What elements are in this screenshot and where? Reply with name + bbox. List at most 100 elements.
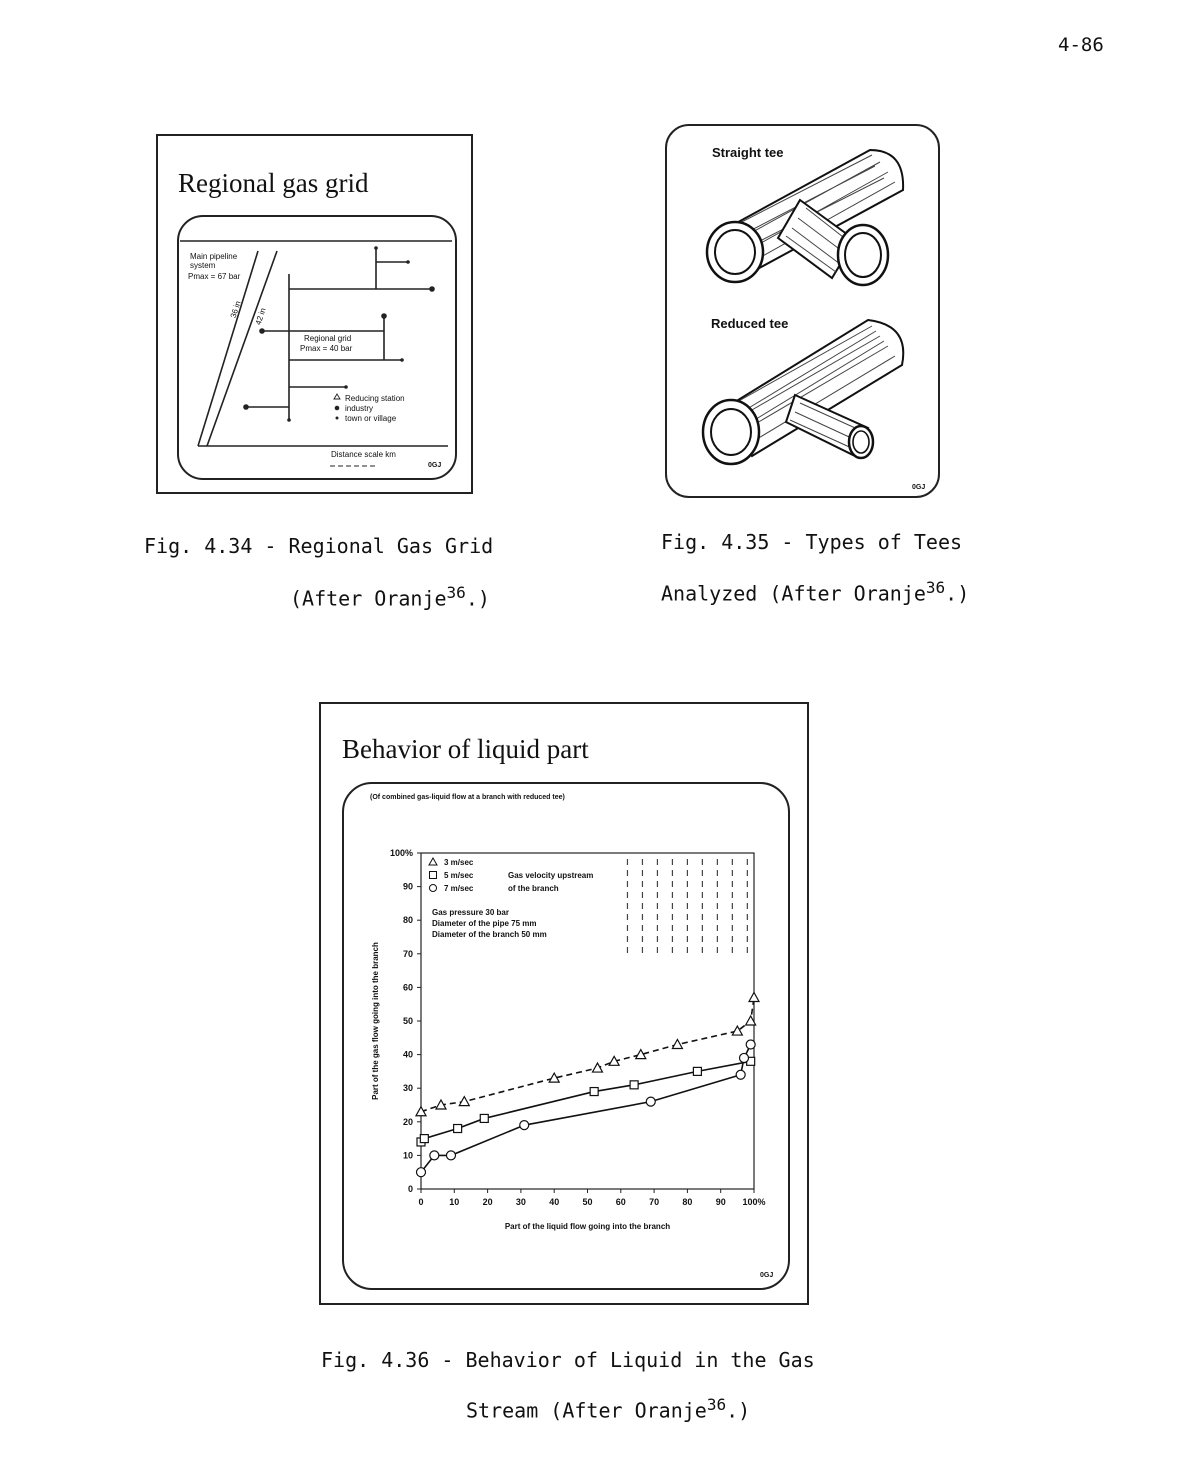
legend-entry: 3 m/sec <box>444 858 474 867</box>
fig436-subtitle: (Of combined gas-liquid flow at a branch… <box>370 794 565 801</box>
x-tick-label: 10 <box>449 1197 459 1207</box>
fig436-caption-ref: 36 <box>706 1395 727 1414</box>
fig436-caption-line2: Stream (After Oranje36.) <box>466 1395 751 1423</box>
y-tick-label: 90 <box>403 882 413 892</box>
fig435-reduced-tee-label: Reduced tee <box>711 316 789 331</box>
fig434-caption-line2: (After Oranje36.) <box>290 583 490 611</box>
fig434-legend-reducing: Reducing station <box>345 394 405 403</box>
fig434-caption-ref: 36 <box>446 583 466 602</box>
y-tick-label: 40 <box>403 1050 413 1060</box>
legend-note: Diameter of the pipe 75 mm <box>432 919 536 928</box>
data-point-triangle <box>458 1095 471 1107</box>
y-tick-label: 10 <box>403 1150 413 1160</box>
x-tick-label: 20 <box>483 1197 493 1207</box>
data-point-circle <box>445 1150 457 1161</box>
y-tick-label: 0 <box>408 1184 413 1194</box>
data-point-circle <box>645 1096 656 1107</box>
page-number: 4-86 <box>1058 34 1104 56</box>
x-tick-label: 50 <box>582 1197 592 1207</box>
y-tick-label: 70 <box>403 949 413 959</box>
x-tick-label: 40 <box>549 1197 559 1207</box>
data-point-triangle <box>671 1038 684 1050</box>
x-tick-label: 30 <box>516 1197 526 1207</box>
series-line-circle <box>420 1044 752 1173</box>
fig436-inner-panel <box>342 782 790 1290</box>
data-point-circle <box>735 1069 746 1080</box>
fig434-frame <box>156 134 473 494</box>
data-point-square <box>692 1066 702 1077</box>
y-axis-label: Part of the gas flow going into the bran… <box>371 942 380 1100</box>
data-point-triangle <box>608 1055 621 1066</box>
data-point-triangle <box>634 1048 647 1060</box>
data-point-square <box>419 1133 429 1144</box>
fig435-caption-ref: 36 <box>925 578 946 597</box>
series-line-square <box>420 1060 751 1143</box>
fig434-scale-label: Distance scale km <box>331 450 396 459</box>
y-tick-label: 100% <box>390 848 413 858</box>
x-tick-label: 80 <box>682 1197 692 1207</box>
x-axis-label: Part of the liquid flow going into the b… <box>505 1222 670 1231</box>
fig435-code: 0GJ <box>912 484 926 491</box>
y-tick-label: 20 <box>403 1117 413 1127</box>
plot-area <box>420 852 755 1190</box>
fig434-inner-panel <box>177 215 457 480</box>
data-point-triangle <box>434 1098 447 1110</box>
y-tick-label: 80 <box>403 915 413 925</box>
fig435-panel <box>665 124 940 498</box>
data-point-triangle <box>548 1071 561 1083</box>
legend-entry: 7 m/sec <box>444 884 474 893</box>
data-point-square <box>629 1080 639 1090</box>
legend-note: Gas pressure 30 bar <box>432 908 509 917</box>
legend-marker-triangle <box>428 856 438 866</box>
legend-marker-circle <box>429 884 437 892</box>
fig436-frame <box>319 702 809 1305</box>
data-point-triangle <box>414 1105 428 1117</box>
data-point-circle <box>415 1167 427 1178</box>
data-point-circle <box>745 1039 756 1050</box>
series-line-triangle <box>420 997 755 1113</box>
fig434-main-pipeline-label: Main pipeline system <box>190 252 238 270</box>
x-tick-label: 90 <box>716 1197 726 1207</box>
y-tick-label: 30 <box>403 1083 413 1093</box>
fig434-legend-town: town or village <box>345 414 397 423</box>
fig434-legend-industry: industry <box>345 404 374 413</box>
y-tick-label: 50 <box>403 1016 413 1026</box>
straight-tee-icon <box>705 148 905 287</box>
fig434-title: Regional gas grid <box>178 168 369 198</box>
data-point-circle <box>429 1150 440 1161</box>
x-tick-label: 0 <box>418 1197 423 1207</box>
data-point-square <box>589 1086 599 1097</box>
data-point-circle <box>519 1120 530 1131</box>
data-point-triangle <box>744 1014 757 1026</box>
fig434-caption-line1: Fig. 4.34 - Regional Gas Grid <box>144 534 494 558</box>
data-point-triangle <box>591 1061 604 1073</box>
legend-entry: 5 m/sec <box>444 871 474 880</box>
fig434-pmax67-label: Pmax = 67 bar <box>188 272 241 281</box>
x-tick-label: 100% <box>742 1197 765 1207</box>
fig436-code: 0GJ <box>760 1272 774 1279</box>
legend-note: Diameter of the branch 50 mm <box>432 930 547 939</box>
data-point-square <box>453 1123 463 1134</box>
fig436-title: Behavior of liquid part <box>342 734 589 764</box>
fig434-code: 0GJ <box>428 462 442 469</box>
legend-marker-square <box>429 871 437 879</box>
legend-group-label: Gas velocity upstream <box>508 871 593 880</box>
fig435-caption-line1: Fig. 4.35 - Types of Tees <box>661 530 963 554</box>
data-point-triangle <box>747 991 761 1003</box>
fig434-regional-grid-label: Regional grid <box>304 334 352 343</box>
data-point-circle <box>738 1052 750 1064</box>
y-tick-label: 60 <box>403 982 413 992</box>
fig436-caption-line1: Fig. 4.36 - Behavior of Liquid in the Ga… <box>321 1348 815 1372</box>
fig435-straight-tee-label: Straight tee <box>712 145 784 160</box>
reduced-tee-icon <box>701 318 905 466</box>
data-point-square <box>479 1113 489 1124</box>
fig434-pmax40-label: Pmax = 40 bar <box>300 344 353 353</box>
legend-group-label: of the branch <box>508 884 559 893</box>
x-tick-label: 60 <box>616 1197 626 1207</box>
x-tick-label: 70 <box>649 1197 659 1207</box>
data-point-triangle <box>731 1024 744 1036</box>
fig435-caption-line2: Analyzed (After Oranje36.) <box>661 578 970 606</box>
